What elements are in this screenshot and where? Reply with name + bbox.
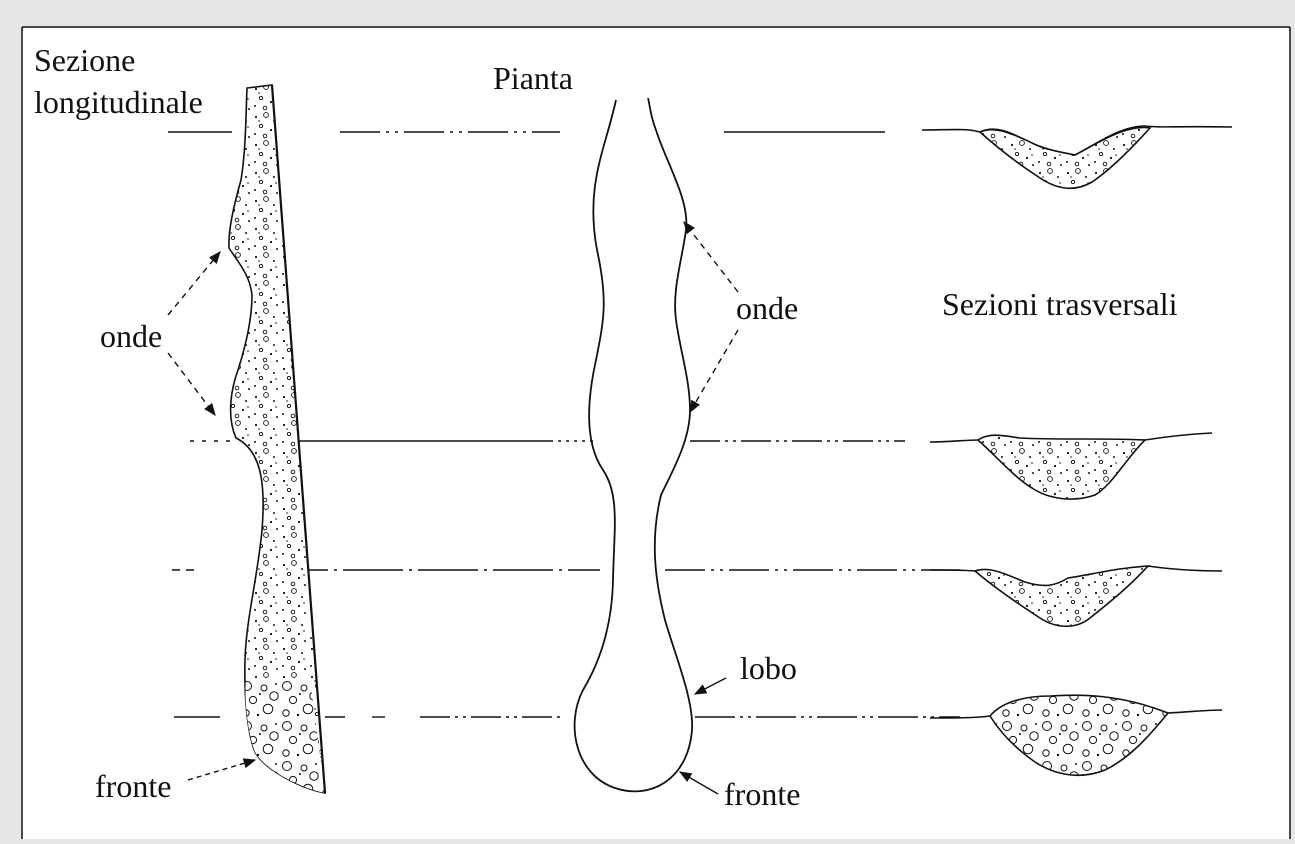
label-front-left: fronte: [95, 770, 171, 802]
label-longitudinal-line2: longitudinale: [34, 86, 203, 118]
label-transverse-sections: Sezioni trasversali: [942, 288, 1177, 320]
label-lobe: lobo: [740, 652, 797, 684]
label-waves-left: onde: [100, 320, 162, 352]
label-front-center: fronte: [724, 778, 800, 810]
label-plan: Pianta: [493, 62, 573, 94]
label-waves-center: onde: [736, 292, 798, 324]
label-longitudinal-line1: Sezione: [34, 44, 135, 76]
